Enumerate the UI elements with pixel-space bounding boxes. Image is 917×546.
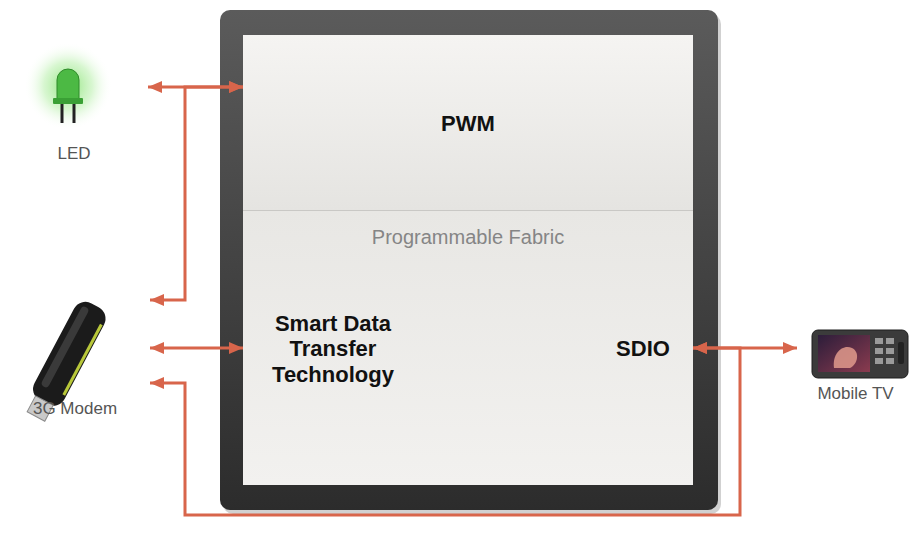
modem-highlight	[40, 305, 89, 388]
node-label: PWM	[243, 111, 693, 137]
connector-arrow	[150, 87, 243, 300]
phone-key	[875, 348, 883, 354]
fabric-block: Programmable FabricSmart Data Transfer T…	[243, 210, 693, 485]
connector-arrow	[150, 347, 243, 350]
phone-screen	[818, 335, 870, 372]
phone-key	[886, 348, 894, 354]
led-leg	[73, 104, 76, 123]
phone-key	[886, 338, 894, 344]
mobile-tv-icon	[812, 330, 908, 378]
phone-hinge	[898, 342, 904, 364]
led-bulb	[57, 69, 79, 100]
ip-block: Smart Data Transfer Technology	[243, 311, 423, 387]
modem-body	[28, 297, 110, 410]
pwm-block: PWM	[243, 35, 693, 210]
phone-key	[875, 358, 883, 364]
ip-block: SDIO	[593, 336, 693, 361]
screen-image	[834, 347, 857, 368]
phone-key	[875, 338, 883, 344]
node-label: Smart Data Transfer Technology	[253, 311, 413, 387]
device-node: LED	[0, 40, 148, 180]
device-node: Mobile TV	[797, 300, 914, 412]
phone-body	[812, 330, 908, 378]
node-label: 3G Modem	[0, 399, 150, 419]
led-glow	[24, 42, 112, 130]
chip-shadow	[223, 14, 721, 514]
node-label: Mobile TV	[797, 384, 914, 404]
node-label: Programmable Fabric	[243, 225, 693, 249]
node-label: SDIO	[599, 336, 687, 361]
chip-frame	[220, 10, 718, 510]
modem-stripe	[62, 324, 102, 396]
node-label: LED	[0, 144, 148, 164]
phone-key	[886, 358, 894, 364]
led-leg	[61, 104, 64, 123]
device-node: 3G Modem	[0, 288, 150, 428]
led-rim	[53, 98, 83, 104]
